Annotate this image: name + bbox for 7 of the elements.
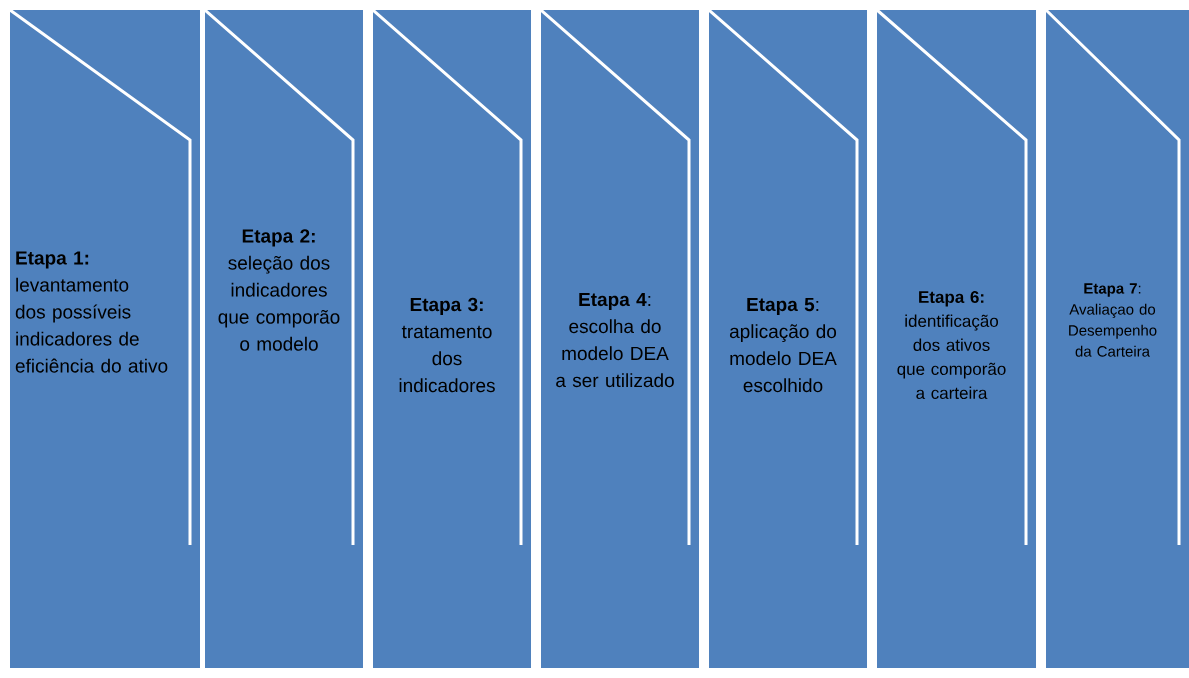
- chevron-block: Etapa 5: aplicação do modelo DEA escolhido: [708, 8, 867, 668]
- chevron-block: Etapa 3: tratamento dos indicadores: [372, 8, 531, 668]
- chevron-block: Etapa 2: seleção dos indicadores que comporão o modelo: [204, 8, 363, 668]
- chevron-block: Etapa 6: identificação dos ativos que comporão a carteira: [876, 8, 1036, 668]
- chevron-block: Etapa 1: levantamento dos possíveis indicadores de eficiência do ativo: [9, 8, 200, 668]
- chevron-block: Etapa 7: Avaliaçao do Desempenho da Carteira: [1044, 8, 1189, 668]
- chevron-block: Etapa 4: escolha do modelo DEA a ser utilizado: [540, 8, 699, 668]
